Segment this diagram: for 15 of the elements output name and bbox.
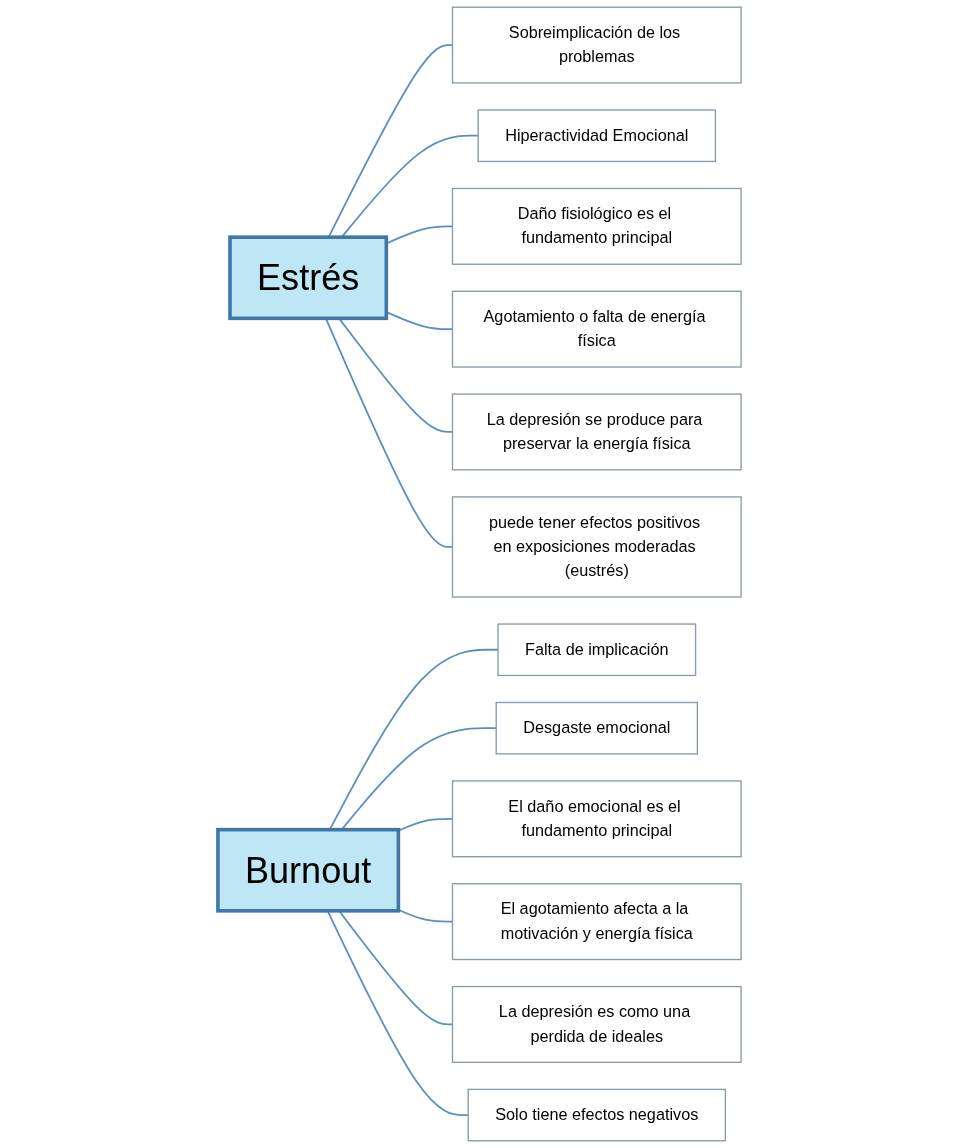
node-box: puede tener efectos positivos en exposiciones moderadas (eustrés) <box>451 496 742 598</box>
node-box: Solo tiene efectos negativos <box>467 1088 727 1142</box>
node-box: Desgaste emocional <box>495 701 699 755</box>
node-box: La depresión se produce para preservar la energía física <box>451 393 742 471</box>
node-box: La depresión es como una perdida de ideales <box>451 985 742 1063</box>
node-box: Sobreimplicación de los problemas <box>451 6 742 84</box>
node-box: Burnout <box>216 827 401 913</box>
node-box: Agotamiento o falta de energía física <box>451 290 742 368</box>
node-box: El daño emocional es el fundamento principal <box>451 780 742 858</box>
node-box: Daño fisiológico es el fundamento principal <box>451 187 742 265</box>
connector <box>328 648 499 831</box>
node-box: Estrés <box>228 235 389 321</box>
node-box: Hiperactividad Emocional <box>477 109 717 163</box>
node-box: Falta de implicación <box>497 623 697 677</box>
node-box: El agotamiento afecta a la motivación y energía física <box>451 883 742 961</box>
